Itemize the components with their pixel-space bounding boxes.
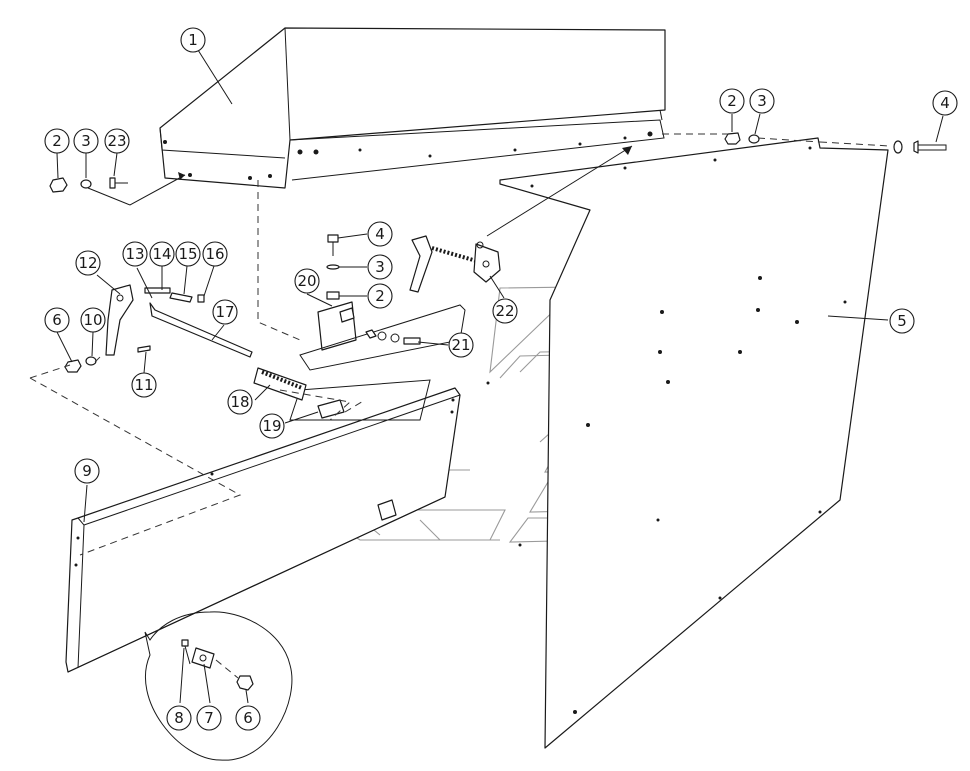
svg-text:3: 3	[757, 92, 767, 110]
svg-text:2: 2	[727, 92, 737, 110]
part-20-bracket	[289, 301, 466, 421]
callout-13: 13	[122, 241, 148, 267]
part-5-side-panel	[486, 137, 889, 749]
svg-text:6: 6	[243, 709, 253, 727]
callout-15: 15	[175, 241, 201, 267]
fasteners-lower-left	[64, 356, 97, 373]
fasteners-left	[49, 177, 128, 193]
svg-text:20: 20	[297, 272, 316, 290]
callout-6-left: 6	[44, 307, 70, 333]
callout-5: 5	[889, 308, 915, 334]
callout-2-center: 2	[367, 283, 393, 309]
svg-text:2: 2	[52, 132, 62, 150]
callout-20: 20	[294, 268, 320, 294]
fastener-stack-center	[326, 234, 340, 300]
assembly-guides	[29, 133, 891, 556]
fasteners-right	[724, 132, 947, 154]
svg-text:14: 14	[152, 245, 171, 263]
svg-text:17: 17	[215, 303, 234, 321]
svg-text:4: 4	[375, 225, 385, 243]
callout-18: 18	[227, 389, 253, 415]
callout-7: 7	[196, 705, 222, 731]
svg-text:19: 19	[262, 417, 281, 435]
callout-17: 17	[212, 299, 238, 325]
callout-14: 14	[149, 241, 175, 267]
part-9-lower-flap	[65, 387, 461, 673]
callout-3-left: 3	[73, 128, 99, 154]
svg-text:6: 6	[52, 311, 62, 329]
callout-10: 10	[80, 307, 106, 333]
svg-text:23: 23	[107, 132, 126, 150]
svg-text:12: 12	[78, 254, 97, 272]
svg-text:8: 8	[174, 709, 184, 727]
svg-text:3: 3	[375, 258, 385, 276]
svg-text:2: 2	[375, 287, 385, 305]
callout-bubbles: 1 2 3 23 2 3 4 4 3 2 20 12 13 14 15 16 1…	[44, 27, 958, 731]
svg-text:4: 4	[940, 94, 950, 112]
callout-8: 8	[166, 705, 192, 731]
callout-3-center: 3	[367, 254, 393, 280]
svg-text:16: 16	[205, 245, 224, 263]
callout-19: 19	[259, 413, 285, 439]
callout-6-detail: 6	[235, 705, 261, 731]
callout-4-right: 4	[932, 90, 958, 116]
callout-leaders	[56, 49, 944, 704]
callout-1: 1	[180, 27, 206, 53]
callout-23: 23	[104, 128, 130, 154]
detail-view	[144, 611, 293, 761]
callout-11: 11	[131, 372, 157, 398]
callout-12: 12	[75, 250, 101, 276]
callout-16: 16	[202, 241, 228, 267]
svg-text:7: 7	[204, 709, 214, 727]
svg-text:1: 1	[188, 31, 198, 49]
svg-text:13: 13	[125, 245, 144, 263]
svg-text:18: 18	[230, 393, 249, 411]
callout-22: 22	[492, 298, 518, 324]
part-22-linkage	[409, 235, 501, 293]
svg-text:3: 3	[81, 132, 91, 150]
callout-2-right: 2	[719, 88, 745, 114]
svg-text:22: 22	[495, 302, 514, 320]
callout-4-center: 4	[367, 221, 393, 247]
callout-2-left: 2	[44, 128, 70, 154]
callout-9: 9	[74, 458, 100, 484]
svg-text:5: 5	[897, 312, 907, 330]
svg-text:11: 11	[134, 376, 153, 394]
callout-3-right: 3	[749, 88, 775, 114]
svg-text:15: 15	[178, 245, 197, 263]
part-1-top-cover	[159, 27, 666, 189]
svg-text:9: 9	[82, 462, 92, 480]
callout-21: 21	[448, 332, 474, 358]
svg-text:10: 10	[83, 311, 102, 329]
svg-text:21: 21	[451, 336, 470, 354]
